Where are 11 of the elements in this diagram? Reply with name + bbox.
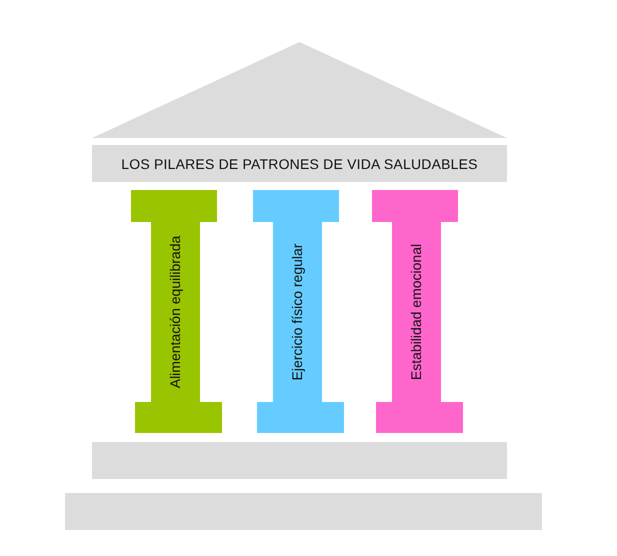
temple-step <box>92 442 507 479</box>
pillar-label: Alimentación equilibrada <box>168 236 182 388</box>
temple-roof <box>92 42 507 138</box>
pillar <box>131 190 223 433</box>
temple-step <box>65 493 542 530</box>
banner-text: LOS PILARES DE PATRONES DE VIDA SALUDABLES <box>121 156 478 172</box>
pillar-label: Ejercicio físico regular <box>290 244 304 380</box>
pillar <box>372 190 464 433</box>
banner-band <box>92 145 507 182</box>
pillar-label: Estabilidad emocional <box>409 244 423 380</box>
pillar <box>253 190 345 433</box>
